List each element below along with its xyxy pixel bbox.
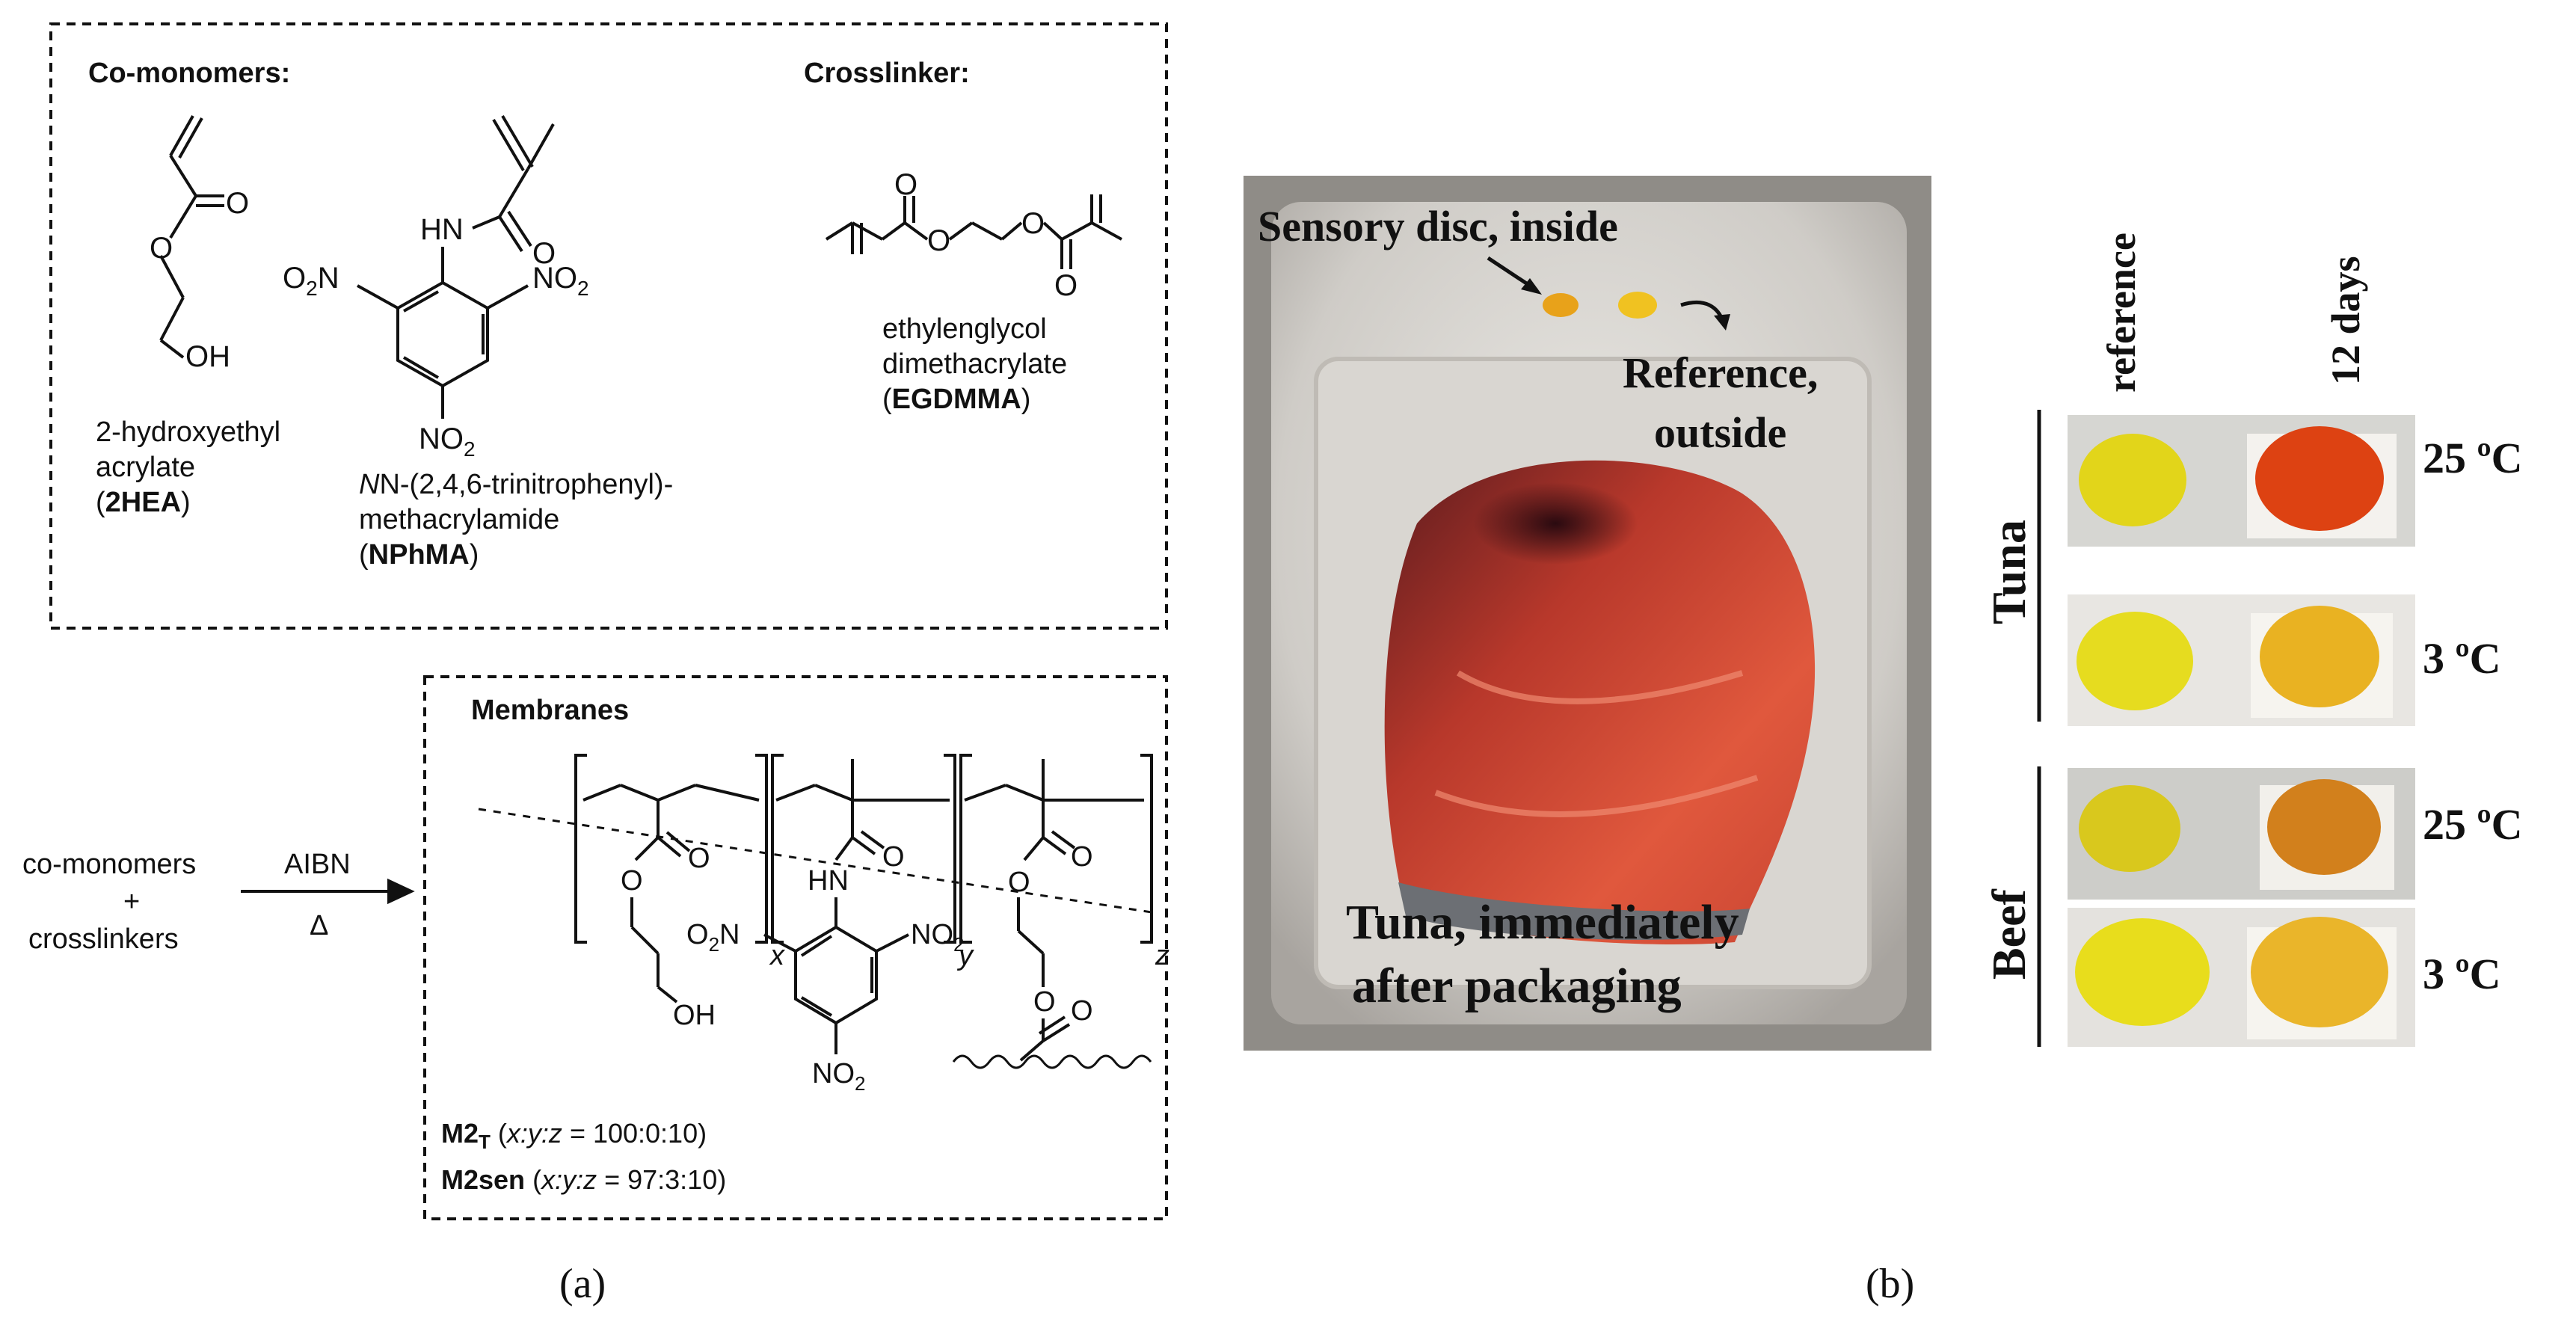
egdmma-o-1: O [894, 168, 917, 201]
reaction-arrowhead [387, 878, 415, 905]
unit2-no2-left: O2N [686, 919, 740, 956]
label-sensory-disc: Sensory disc, inside [1258, 202, 1618, 250]
sample-row-2: 3 ºC [2068, 594, 2501, 726]
hea-abbr: (2HEA) [96, 487, 191, 518]
label-tuna-2: after packaging [1352, 959, 1682, 1013]
reactant-plus: + [123, 886, 140, 917]
monomers-box [49, 22, 1168, 630]
ref-disc-3 [2079, 785, 2180, 872]
egdmma-name-2: dimethacrylate [882, 348, 1067, 380]
m2t-label: M2T (x:y:z = 100:0:10) [441, 1118, 707, 1153]
hea-name-1: 2-hydroxyethyl [96, 417, 280, 448]
unit2-no2-right: NO2 [911, 919, 964, 956]
egdmma-o-4: O [1054, 269, 1078, 302]
sub-y: y [956, 940, 974, 971]
sample-row-3: 25 ºC [2068, 768, 2523, 900]
egdmma-structure: O O O O [825, 168, 1122, 302]
ref-disc-4 [2075, 918, 2210, 1026]
egdmma-abbr: (EGDMMA) [882, 384, 1030, 415]
reference-disc [1618, 292, 1657, 319]
unit1-oh: OH [673, 1000, 716, 1031]
day-disc-2 [2260, 606, 2379, 707]
hea-ester-o: O [150, 232, 173, 265]
nphma-no2-bottom: NO2 [419, 422, 476, 461]
hea-structure: O O OH [150, 115, 249, 373]
membranes-box [423, 675, 1168, 1220]
group-beef: Beef [1982, 889, 2035, 980]
nphma-structure: O HN NO2 O2N NO2 [283, 114, 589, 461]
hea-carbonyl-o: O [226, 187, 249, 220]
egdmma-o-2: O [927, 224, 950, 257]
caption-b: (b) [1866, 1261, 1914, 1307]
temp-2: 3 ºC [2423, 634, 2501, 683]
nphma-o: O [532, 237, 556, 270]
sample-row-4: 3 ºC [2068, 908, 2501, 1047]
reactant-crosslinkers: crosslinkers [28, 923, 179, 955]
day-disc-1 [2255, 426, 2384, 531]
unit1-carbonyl-o: O [688, 843, 710, 874]
nphma-name-1: NN-(2,4,6-trinitrophenyl)- [359, 469, 673, 500]
group-tuna: Tuna [1982, 520, 2035, 624]
day-disc-3 [2267, 779, 2381, 875]
membranes-heading: Membranes [471, 695, 629, 726]
temp-1: 25 ºC [2423, 434, 2523, 482]
label-tuna-1: Tuna, immediately [1346, 895, 1739, 950]
caption-a: (a) [559, 1261, 606, 1307]
col-reference: reference [2099, 233, 2144, 393]
hea-oh: OH [185, 340, 230, 373]
unit3-o-2: O [1008, 867, 1030, 898]
label-reference-1: Reference, [1623, 348, 1818, 397]
comonomers-heading: Co-monomers: [88, 58, 290, 89]
tuna-package-photo: Sensory disc, inside Reference, outside … [1244, 176, 1931, 1051]
panel-a: Co-monomers: Crosslinker: O O OH 2-hydro… [22, 22, 1169, 1307]
nphma-hn: HN [420, 213, 464, 246]
unit3-o-1: O [1071, 841, 1093, 873]
unit2-no2-bottom: NO2 [812, 1058, 865, 1095]
sub-x: x [769, 940, 786, 971]
reagent-aibn: AIBN [284, 849, 351, 880]
unit2-o: O [882, 841, 905, 873]
unit3-o-4: O [1071, 995, 1093, 1027]
ref-disc-2 [2077, 612, 2193, 710]
sample-row-1: 25 ºC [2068, 415, 2523, 547]
panel-b: Sensory disc, inside Reference, outside … [1244, 176, 2523, 1307]
polymer-structure: x y z O O OH O [478, 754, 1169, 1095]
day-disc-4 [2251, 917, 2388, 1027]
hea-name-2: acrylate [96, 452, 195, 483]
reagent-heat: Δ [310, 910, 328, 941]
crosslinker-heading: Crosslinker: [804, 58, 970, 89]
unit2-hn: HN [808, 865, 849, 897]
unit3-o-3: O [1033, 986, 1056, 1018]
nphma-no2-left: O2N [283, 262, 339, 300]
temp-3: 25 ºC [2423, 800, 2523, 849]
nphma-abbr: (NPhMA) [359, 539, 479, 571]
reactant-comonomers: co-monomers [22, 849, 196, 880]
egdmma-name-1: ethylenglycol [882, 313, 1047, 345]
m2sen-label: M2sen (x:y:z = 97:3:10) [441, 1164, 726, 1195]
unit1-ester-o: O [621, 865, 643, 897]
sub-z: z [1155, 940, 1169, 971]
temp-4: 3 ºC [2423, 950, 2501, 998]
sensory-disc [1543, 293, 1579, 317]
nphma-no2-right: NO2 [532, 262, 589, 300]
label-reference-2: outside [1654, 408, 1786, 457]
egdmma-o-3: O [1021, 207, 1045, 240]
nphma-name-2: methacrylamide [359, 504, 559, 535]
ref-disc-1 [2079, 434, 2186, 526]
col-12days: 12 days [2323, 256, 2368, 385]
